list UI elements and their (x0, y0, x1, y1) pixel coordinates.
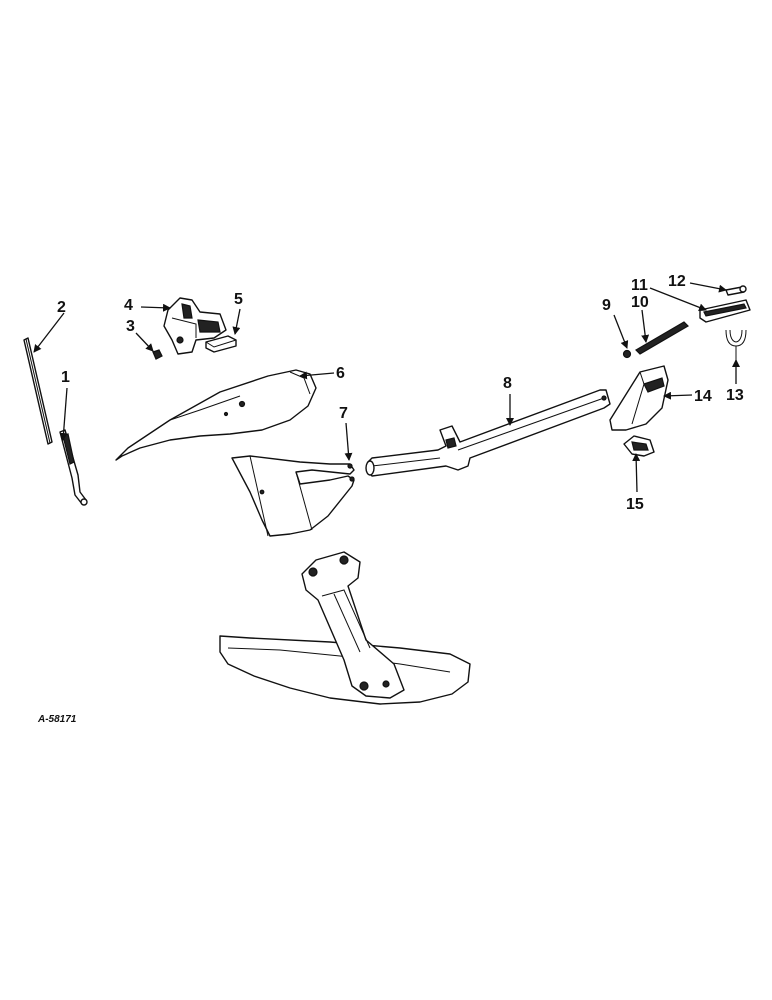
part-2-rod (23, 337, 53, 445)
callout-labels: 1 2 3 4 5 6 7 8 9 10 11 12 13 14 15 (57, 273, 744, 513)
part-12-bolt (725, 285, 747, 296)
reference-number: A-58171 (37, 714, 77, 725)
callout-15: 15 (626, 496, 644, 513)
part-3-nut (152, 349, 163, 360)
callout-3: 3 (126, 318, 135, 335)
part-13-clevis (725, 329, 747, 360)
callout-9: 9 (602, 297, 611, 314)
part-14-angle-bracket (609, 365, 669, 431)
callout-7: 7 (339, 405, 348, 422)
callout-1: 1 (61, 369, 70, 386)
part-7-plate-bracket (231, 455, 355, 537)
part-5-block (205, 335, 237, 353)
part-8-beam (365, 389, 611, 477)
callout-11: 11 (631, 277, 648, 294)
part-1-rod (59, 429, 88, 506)
part-10-rod (635, 321, 689, 355)
callout-8: 8 (503, 375, 512, 392)
callout-10: 10 (631, 294, 649, 311)
sweep-assembly (219, 551, 471, 705)
part-15-clamp (623, 435, 655, 457)
callout-13: 13 (726, 387, 744, 404)
part-6-shield (115, 369, 317, 461)
callout-2: 2 (57, 299, 66, 316)
callout-14: 14 (694, 388, 712, 405)
callout-6: 6 (336, 365, 345, 382)
callout-5: 5 (234, 291, 243, 308)
part-9-bolt (622, 349, 632, 359)
callout-4: 4 (124, 297, 133, 314)
callout-12: 12 (668, 273, 686, 290)
leader-lines (33, 282, 740, 493)
part-4-bracket (163, 297, 227, 355)
part-11-bar (699, 299, 751, 323)
